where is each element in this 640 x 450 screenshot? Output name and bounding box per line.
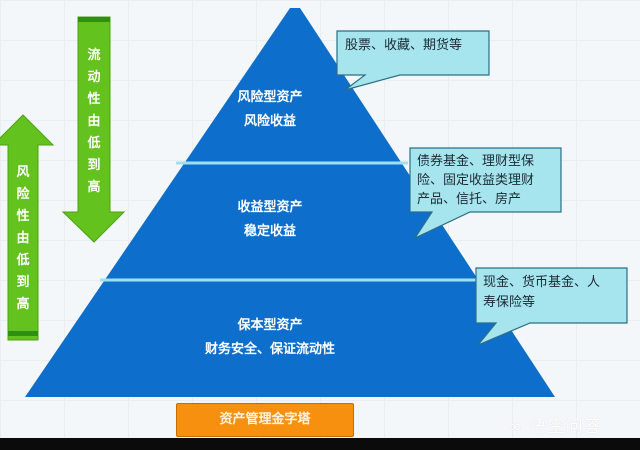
risk-arrow-up-icon	[0, 114, 55, 341]
tier-risk-desc: 风险收益	[243, 114, 296, 129]
callout-line: 产品、信托、房产	[417, 192, 522, 207]
callout-line: 股票、收藏、期货等	[345, 38, 463, 53]
callout-line: 现金、货币基金、人	[483, 275, 601, 290]
tier-income-name: 收益型资产	[237, 200, 303, 215]
callout-income-text: 债券基金、理财型保 险、固定收益类理财 产品、信托、房产	[411, 149, 561, 212]
callout-line: 寿保险等	[483, 295, 536, 310]
liquidity-label: 流动性由低到高	[87, 48, 101, 195]
pyramid-diagram	[0, 8, 628, 397]
diagram-title: 资产管理金字塔	[176, 403, 354, 437]
tier-principal-name: 保本型资产	[237, 318, 303, 333]
callout-line: 债券基金、理财型保	[417, 154, 535, 169]
liquidity-arrow-down-icon	[61, 16, 126, 243]
callout-principal-text: 现金、货币基金、人 寿保险等	[477, 270, 627, 316]
callout-line: 险、固定收益类理财	[417, 173, 535, 188]
callout-risk-assets	[336, 30, 490, 91]
tier-income-desc: 稳定收益	[243, 224, 296, 239]
pyramid-shape	[25, 8, 555, 397]
callout-income-assets	[409, 147, 562, 240]
tier-income: 收益型资产 稳定收益	[220, 196, 320, 244]
tier-risk-name: 风险型资产	[237, 90, 303, 105]
callout-principal-assets	[475, 267, 628, 346]
bottom-bar	[0, 438, 640, 450]
tier-risk: 风险型资产 风险收益	[220, 86, 320, 134]
tier-principal: 保本型资产 财务安全、保证流动性	[190, 314, 350, 362]
callout-risk-text: 股票、收藏、期货等	[339, 33, 489, 59]
tier-principal-desc: 财务安全、保证流动性	[204, 342, 335, 357]
risk-label: 风险性由低到高	[16, 165, 30, 312]
watermark: ∞ 悟空问答	[508, 417, 602, 437]
